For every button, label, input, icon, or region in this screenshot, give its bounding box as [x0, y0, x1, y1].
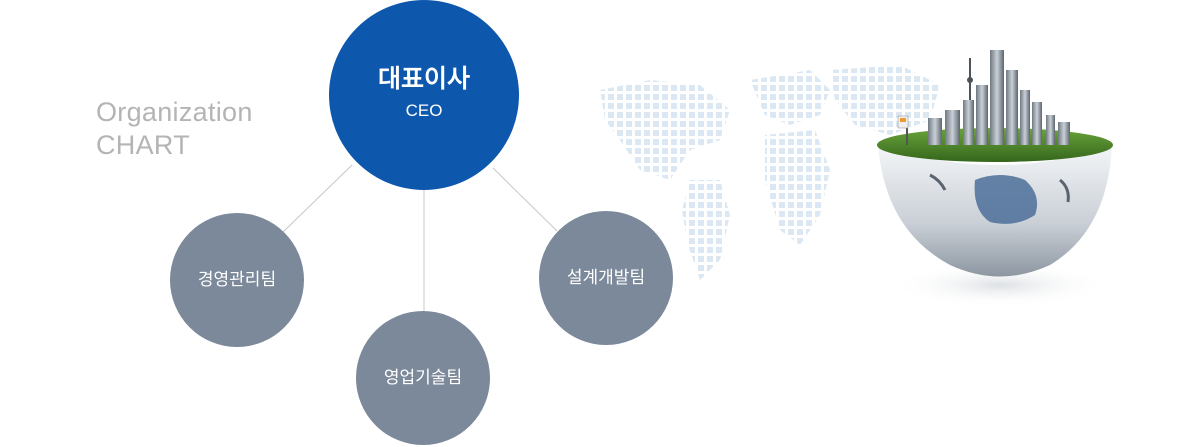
- globe-illustration: [600, 50, 1113, 307]
- globe-city-icon: [897, 50, 1070, 145]
- org-chart-heading: Organization CHART: [96, 96, 253, 162]
- connector-ceo-to-mgmt: [281, 164, 353, 234]
- team-node-management: 경영관리팀: [170, 213, 304, 347]
- ceo-node: 대표이사 CEO: [329, 0, 519, 190]
- team-label-design-development: 설계개발팀: [566, 268, 646, 288]
- connector-ceo-to-design: [492, 167, 558, 232]
- globe-continent: [974, 175, 1038, 224]
- heading-line-2: CHART: [96, 130, 191, 160]
- globe-shadow: [890, 263, 1110, 307]
- world-map-dots-icon: [600, 65, 940, 280]
- team-node-design-development: 설계개발팀: [539, 211, 673, 345]
- heading-line-1: Organization: [96, 97, 253, 127]
- ceo-subtitle: CEO: [405, 101, 443, 120]
- ceo-title: 대표이사: [377, 64, 470, 93]
- team-node-sales-technology: 영업기술팀: [356, 311, 490, 445]
- team-label-sales-technology: 영업기술팀: [383, 368, 463, 388]
- team-label-management: 경영관리팀: [197, 270, 277, 290]
